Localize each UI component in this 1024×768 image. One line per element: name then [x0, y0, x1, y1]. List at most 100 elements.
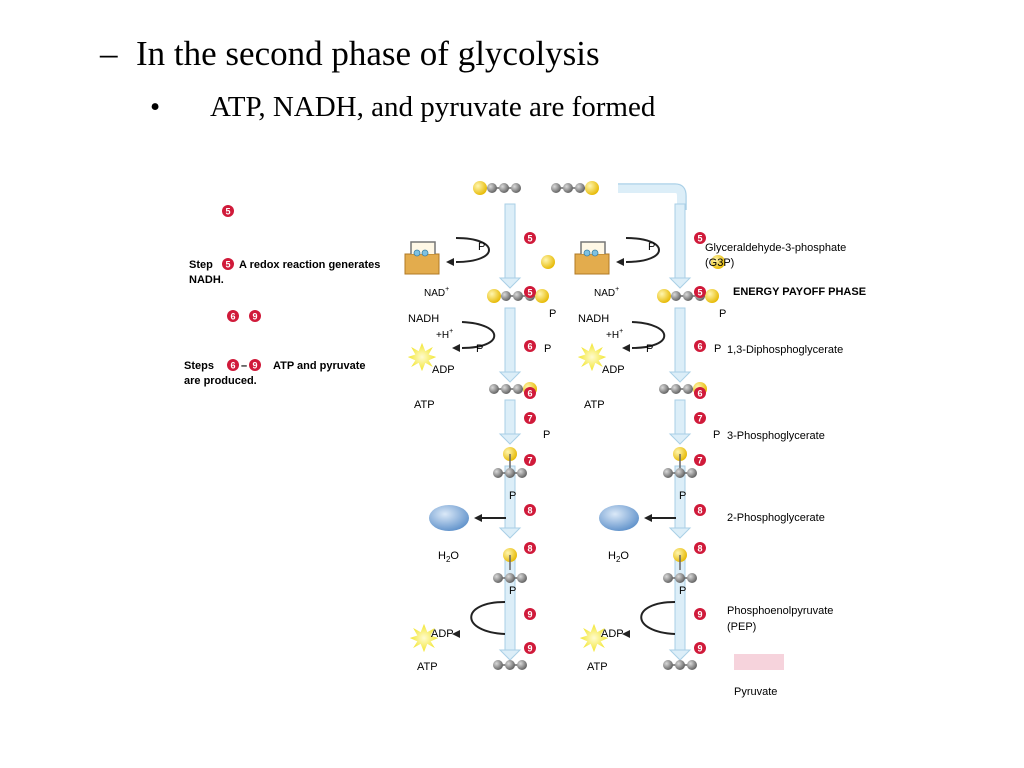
phosphate-label: P: [648, 241, 655, 253]
carbon-atom: [493, 660, 503, 670]
step-badge: 9: [249, 310, 261, 322]
molecule: [551, 181, 599, 195]
step-badge: 5: [694, 232, 706, 244]
carbon-atom: [575, 183, 585, 193]
carbon-atom: [687, 573, 697, 583]
step-badge: 5: [222, 258, 234, 270]
step-badge: 6: [227, 359, 239, 371]
carbon-atom: [505, 660, 515, 670]
phosphate-label: P: [646, 343, 653, 355]
phosphate-atom: [487, 289, 501, 303]
phosphate-label: P: [719, 308, 726, 320]
carbon-atom: [511, 183, 521, 193]
phosphate-label: P: [714, 343, 721, 355]
carbon-atom: [683, 384, 693, 394]
molecule: [473, 181, 521, 195]
molecule: [657, 289, 719, 303]
step-badge: 6: [694, 387, 706, 399]
h-plus-label: +H+: [606, 328, 623, 341]
reaction-arrow: [498, 399, 522, 445]
compound-pyruvate: Pyruvate: [734, 686, 777, 698]
side-reaction-curve: [631, 321, 665, 349]
side-reaction-curve: [470, 601, 506, 635]
nad-label: NAD+: [424, 286, 449, 299]
phosphate-atom: [541, 255, 555, 269]
step-number: 6: [697, 389, 702, 399]
step-number: 5: [527, 288, 532, 298]
step-number: 5: [697, 288, 702, 298]
molecule: [493, 573, 527, 583]
legend-steps-text: are produced.: [184, 375, 257, 387]
carbon-atom: [487, 183, 497, 193]
phosphate-atom: [711, 255, 725, 269]
step-badge: 7: [694, 454, 706, 466]
bullet-dot: •: [150, 91, 161, 123]
step-badge: 7: [694, 412, 706, 424]
reaction-arrow: [498, 307, 522, 383]
enzyme-icon: [574, 241, 610, 275]
step-badge: 5: [524, 286, 536, 298]
bullet-dash: –: [100, 34, 118, 73]
adp-label: ADP: [432, 364, 455, 376]
carbon-atom: [671, 291, 681, 301]
adp-label: ADP: [601, 628, 624, 640]
carbon-atom: [563, 183, 573, 193]
step-badge: 8: [524, 504, 536, 516]
compound-2pg: 2-Phosphoglycerate: [727, 512, 825, 524]
carbon-atom: [493, 573, 503, 583]
compound-pep-abbr: (PEP): [727, 621, 756, 633]
water-label: H2O: [608, 550, 629, 564]
water-molecule-icon: [429, 505, 469, 531]
step-number: 7: [697, 456, 702, 466]
compound-pep: Phosphoenolpyruvate: [727, 605, 833, 617]
phosphate-label: P: [713, 429, 720, 441]
pathway-arrows-layer: [618, 183, 687, 210]
carbon-atom: [517, 660, 527, 670]
step-number: 8: [697, 506, 702, 516]
phosphate-label: P: [509, 490, 516, 502]
step-badge: 9: [524, 642, 536, 654]
bullet-level2-text: ATP, NADH, and pyruvate are formed: [210, 91, 656, 123]
side-reaction-curve: [625, 237, 660, 263]
phosphate-atom: [657, 289, 671, 303]
atp-label: ATP: [584, 399, 605, 411]
molecule: [663, 573, 697, 583]
step-number: 5: [697, 234, 702, 244]
step-badge: 9: [524, 608, 536, 620]
svg-text:9: 9: [252, 312, 257, 322]
carbon-atom: [675, 468, 685, 478]
step-badge: 8: [524, 542, 536, 554]
legend: 5 Step 5 A redox reaction generates NADH…: [184, 205, 380, 387]
step-badge: 8: [694, 504, 706, 516]
compound-3pg: 3-Phosphoglycerate: [727, 430, 825, 442]
step-number: 8: [527, 506, 532, 516]
step-badge: 5: [222, 205, 234, 217]
step-badge: 9: [249, 359, 261, 371]
compound-labels: Glyceraldehyde-3-phosphate (G3P) ENERGY …: [705, 242, 866, 698]
molecule: [493, 468, 527, 478]
carbon-atom: [505, 468, 515, 478]
step-number: 9: [527, 610, 532, 620]
step-badge: 8: [694, 542, 706, 554]
carbon-atom: [499, 183, 509, 193]
nadh-label: NADH: [408, 313, 439, 325]
side-reaction-curve: [461, 321, 495, 349]
molecule: [663, 660, 697, 670]
carbon-atom: [687, 468, 697, 478]
step-badge: 6: [694, 340, 706, 352]
carbon-atom: [513, 384, 523, 394]
legend-steps-prefix: Steps: [184, 360, 214, 372]
svg-text:9: 9: [252, 361, 257, 371]
step-number: 6: [697, 342, 702, 352]
carbon-atom: [687, 660, 697, 670]
molecule: [493, 660, 527, 670]
step-badge: 6: [227, 310, 239, 322]
phosphate-atom: [535, 289, 549, 303]
arrowhead: [622, 344, 630, 352]
reaction-arrow: [668, 307, 692, 383]
compound-g3p: Glyceraldehyde-3-phosphate: [705, 242, 846, 254]
legend-step5-text: NADH.: [189, 274, 224, 286]
phosphate-label: P: [543, 429, 550, 441]
arrowhead: [616, 258, 624, 266]
carbon-atom: [493, 468, 503, 478]
